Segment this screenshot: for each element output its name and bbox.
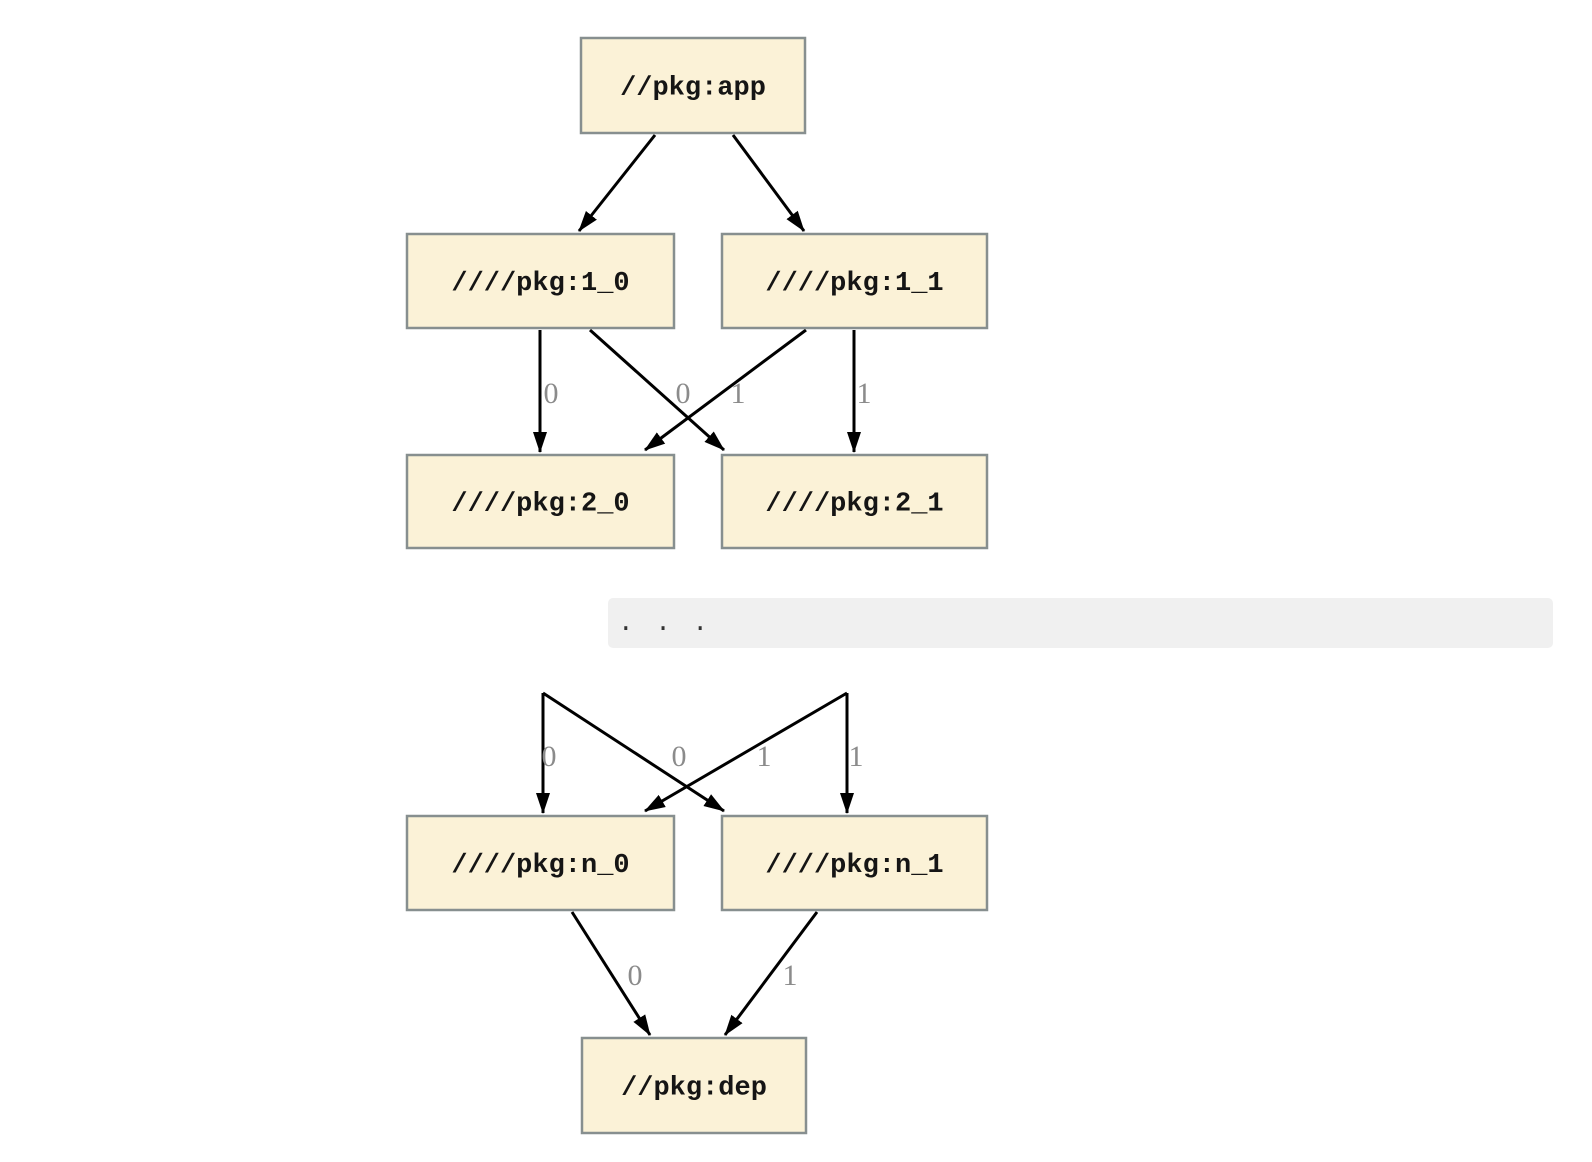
node-2_1: ////pkg:2_1 bbox=[720, 453, 989, 550]
edge-label-prev-level-to-n_1: 1 bbox=[757, 740, 772, 773]
edge-1_0-to-2_1 bbox=[588, 328, 726, 452]
node-box-2_0 bbox=[405, 453, 676, 550]
edge-n_1-to-dep bbox=[723, 911, 819, 1036]
edges-layer: 0 0 1 1 0 0 1 1 0 1 bbox=[533, 134, 872, 1036]
node-label-dep: //pkg:dep bbox=[621, 1074, 767, 1104]
edge-label-1_0-to-2_0: 0 bbox=[544, 377, 559, 410]
edge-label-n_0-to-dep: 0 bbox=[628, 959, 643, 992]
node-dep: //pkg:dep bbox=[580, 1036, 808, 1135]
node-box-n_1 bbox=[720, 814, 989, 912]
edge-label-prev-level-to-n_0: 0 bbox=[672, 740, 687, 773]
node-label-n_1: ////pkg:n_1 bbox=[765, 851, 943, 881]
edge-label-1_1-to-2_1: 1 bbox=[857, 377, 872, 410]
node-box-2_1 bbox=[720, 453, 989, 550]
edge-app-to-1_0 bbox=[577, 134, 657, 232]
node-box-dep bbox=[580, 1036, 808, 1135]
node-box-1_1 bbox=[720, 232, 989, 330]
node-label-n_0: ////pkg:n_0 bbox=[451, 851, 629, 881]
node-n_0: ////pkg:n_0 bbox=[405, 814, 676, 912]
node-label-app: //pkg:app bbox=[620, 74, 766, 104]
node-app: //pkg:app bbox=[579, 36, 807, 135]
node-n_1: ////pkg:n_1 bbox=[720, 814, 989, 912]
edge-label-n_1-to-dep: 1 bbox=[783, 959, 798, 992]
edge-label-1_1-to-2_0: 0 bbox=[676, 377, 691, 410]
edge-app-to-1_1 bbox=[731, 134, 806, 232]
edge-label-1_0-to-2_1: 1 bbox=[731, 377, 746, 410]
edge-prev-level-to-n_1 bbox=[542, 691, 725, 813]
edge-1_1-to-2_0 bbox=[644, 328, 807, 452]
node-box-n_0 bbox=[405, 814, 676, 912]
node-box-1_0 bbox=[405, 232, 676, 330]
node-label-1_1: ////pkg:1_1 bbox=[765, 269, 943, 299]
node-box-app bbox=[579, 36, 807, 135]
node-label-1_0: ////pkg:1_0 bbox=[451, 269, 629, 299]
edge-n_0-to-dep bbox=[570, 911, 652, 1036]
node-label-2_0: ////pkg:2_0 bbox=[451, 490, 629, 520]
node-label-2_1: ////pkg:2_1 bbox=[765, 490, 943, 520]
node-1_0: ////pkg:1_0 bbox=[405, 232, 676, 330]
ellipsis-code-block: . . . bbox=[608, 598, 1553, 648]
edge-label-prev-level-to-n_0: 0 bbox=[542, 740, 557, 773]
edge-prev-level-to-n_0 bbox=[644, 691, 848, 813]
node-2_0: ////pkg:2_0 bbox=[405, 453, 676, 550]
node-1_1: ////pkg:1_1 bbox=[720, 232, 989, 330]
nodes-layer: //pkg:app ////pkg:1_0 ////pkg:1_1 ////pkg:2… bbox=[405, 36, 989, 1135]
edge-label-prev-level-to-n_1: 1 bbox=[849, 740, 864, 773]
